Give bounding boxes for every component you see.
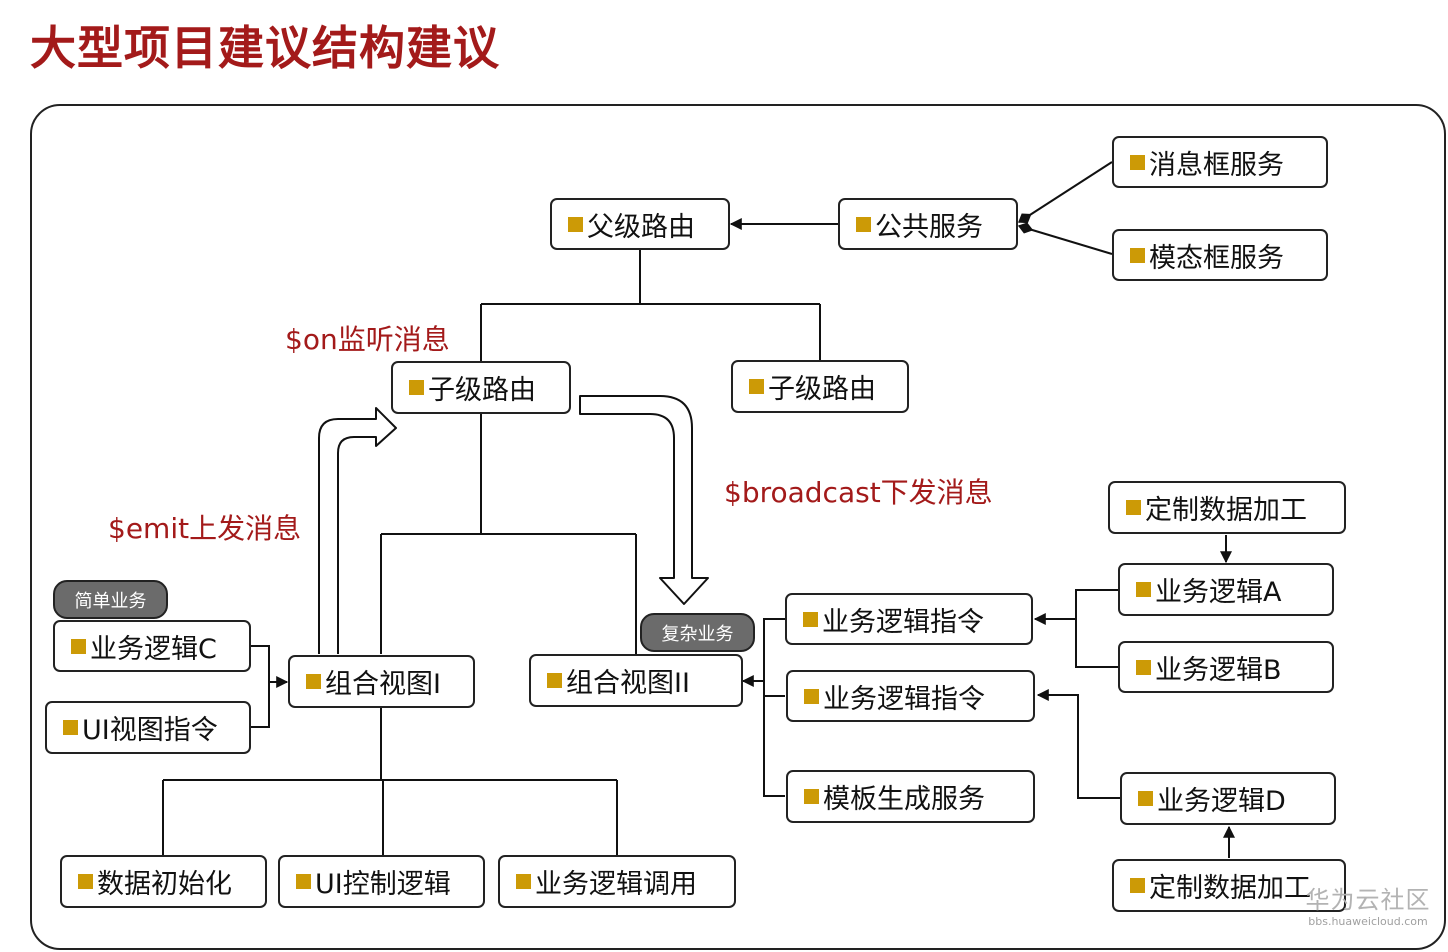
bullet-icon (804, 789, 819, 804)
bullet-icon (803, 611, 818, 627)
bullet-icon (296, 874, 311, 889)
node-logic-b: 业务逻辑B (1118, 641, 1334, 693)
node-data-init: 数据初始化 (60, 855, 267, 908)
bullet-icon (749, 379, 764, 394)
node-template-service: 模板生成服务 (786, 770, 1035, 823)
bullet-icon (1138, 791, 1153, 806)
broadcast-down-arrow (579, 395, 709, 605)
node-modal-service: 模态框服务 (1112, 229, 1328, 281)
node-logic-call: 业务逻辑调用 (498, 855, 736, 908)
node-custom-data-1: 定制数据加工 (1108, 481, 1346, 534)
node-child-route-1: 子级路由 (391, 361, 571, 414)
edge-modal-to-public (1017, 222, 1113, 255)
node-msgbox-service: 消息框服务 (1112, 136, 1328, 188)
label-broadcast-down: $broadcast下发消息 (724, 476, 993, 509)
node-custom-data-2: 定制数据加工 (1112, 859, 1346, 912)
bullet-icon (856, 216, 871, 232)
bullet-icon (1130, 247, 1145, 263)
bullet-icon (568, 216, 583, 232)
bullet-icon (409, 380, 424, 395)
bullet-icon (1136, 582, 1151, 597)
bullet-icon (306, 674, 321, 689)
node-logic-d: 业务逻辑D (1120, 772, 1336, 825)
page-title: 大型项目建议结构建议 (30, 21, 500, 75)
bullet-icon (804, 688, 819, 704)
node-parent-route: 父级路由 (550, 198, 730, 250)
node-logic-c: 业务逻辑C (53, 620, 251, 672)
node-logic-a: 业务逻辑A (1118, 563, 1334, 616)
node-public-service: 公共服务 (838, 198, 1018, 250)
bullet-icon (547, 673, 562, 688)
node-ui-control-logic: UI控制逻辑 (278, 855, 485, 908)
emit-up-arrow (318, 407, 397, 654)
badge-simple-business: 简单业务 (53, 580, 168, 619)
bullet-icon (1136, 659, 1151, 675)
node-ui-view-directive: UI视图指令 (45, 701, 251, 754)
node-logic-directive-2: 业务逻辑指令 (786, 670, 1035, 722)
node-logic-directive-1: 业务逻辑指令 (785, 593, 1033, 645)
watermark-url: bbs.huaweicloud.com (1308, 915, 1428, 928)
label-on-listen: $on监听消息 (285, 323, 450, 356)
diagram-frame (30, 104, 1446, 950)
watermark: 华为云社区 bbs.huaweicloud.com (1302, 888, 1434, 927)
bullet-icon (1130, 154, 1145, 170)
label-emit-up: $emit上发消息 (108, 512, 302, 545)
node-combo-view-1: 组合视图I (288, 655, 475, 708)
bullet-icon (1130, 878, 1145, 893)
bullet-icon (78, 874, 93, 889)
node-combo-view-2: 组合视图II (529, 654, 743, 707)
bullet-icon (1126, 500, 1141, 515)
bullet-icon (516, 874, 531, 889)
watermark-name: 华为云社区 (1305, 886, 1431, 914)
badge-complex-business: 复杂业务 (640, 613, 755, 652)
bullet-icon (63, 720, 78, 735)
node-child-route-2: 子级路由 (731, 360, 909, 413)
bullet-icon (71, 638, 86, 654)
edge-msgbox-to-public (1018, 161, 1113, 224)
